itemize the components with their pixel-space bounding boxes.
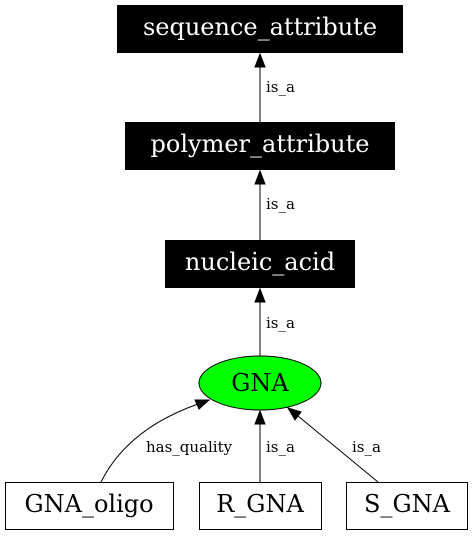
edge-gna-to-nucleic-arrow-icon [254,287,266,303]
node-r-gna-box [199,482,322,530]
node-r-gna-label: R_GNA [216,490,304,518]
node-sequence-attribute-box [117,5,403,53]
edge-polymer-to-sequence-label: is_a [266,78,295,96]
edge-nucleic-to-polymer-label: is_a [266,195,295,213]
node-gna-label: GNA [231,369,289,397]
edge-oligo-to-gna: has_quality [100,399,233,483]
node-gna-oligo-label: GNA_oligo [24,490,153,518]
node-gna-oligo[interactable]: GNA_oligo [5,482,174,530]
edge-polymer-to-sequence: is_a [254,52,295,122]
edge-nucleic-to-polymer-arrow-icon [254,169,266,185]
edge-s-gna-to-gna-label: is_a [352,438,381,456]
node-polymer-attribute[interactable]: polymer_attribute [125,122,395,170]
node-r-gna[interactable]: R_GNA [199,482,322,530]
edge-oligo-to-gna-line [100,403,199,483]
edge-oligo-to-gna-label: has_quality [146,438,233,456]
edge-s-gna-to-gna: is_a [286,407,381,483]
node-sequence-attribute-label: sequence_attribute [143,13,377,41]
node-s-gna-box [346,482,468,530]
node-s-gna-label: S_GNA [364,490,451,518]
node-polymer-attribute-box [125,122,395,170]
edge-polymer-to-sequence-arrow-icon [254,52,266,68]
node-nucleic-acid-label: nucleic_acid [185,248,335,276]
edge-r-gna-to-gna: is_a [254,409,295,482]
edge-s-gna-to-gna-arrow-icon [286,407,302,421]
edge-nucleic-to-polymer: is_a [254,169,295,240]
edge-gna-to-nucleic: is_a [254,287,295,356]
edge-oligo-to-gna-arrow-icon [194,399,211,410]
node-nucleic-acid[interactable]: nucleic_acid [165,240,355,288]
node-polymer-attribute-label: polymer_attribute [151,130,370,158]
node-s-gna[interactable]: S_GNA [346,482,468,530]
edge-r-gna-to-gna-label: is_a [266,438,295,456]
node-nucleic-acid-box [165,240,355,288]
node-gna[interactable]: GNA [198,355,322,411]
edge-gna-to-nucleic-label: is_a [266,314,295,332]
node-gna-oligo-box [5,482,174,530]
edge-s-gna-to-gna-line [297,415,379,483]
node-sequence-attribute[interactable]: sequence_attribute [117,5,403,53]
edge-r-gna-to-gna-arrow-icon [254,409,266,425]
